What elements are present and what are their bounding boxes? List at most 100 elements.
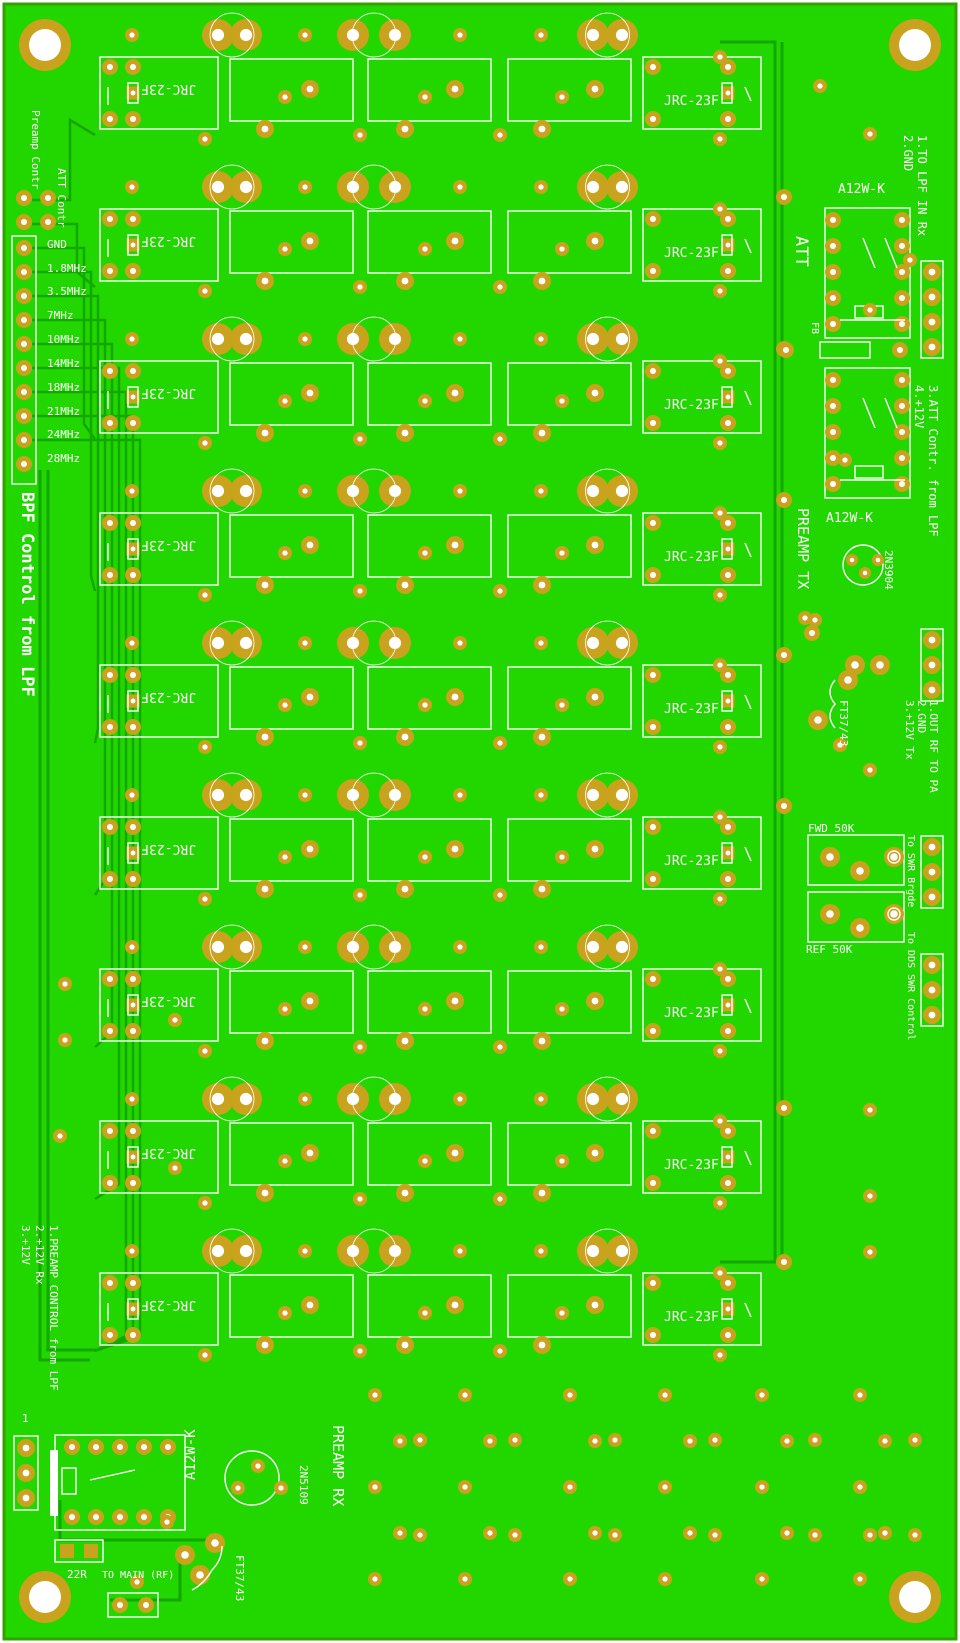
pad-hole (140, 1443, 148, 1451)
pad-hole (346, 1092, 360, 1106)
pad-hole (388, 1092, 402, 1106)
pad-hole (559, 246, 565, 252)
relay-contact (744, 238, 752, 254)
pad-hole (559, 1158, 565, 1164)
pad-hole (724, 671, 732, 679)
trimmer-outline (209, 316, 255, 362)
pad-hole (717, 358, 723, 364)
pad-hole (357, 284, 363, 290)
pad-hole (808, 629, 816, 637)
band-label-2: 3.5MHz (47, 285, 87, 298)
pad-hole (538, 488, 544, 494)
pad-hole (306, 389, 314, 397)
pad-hole (890, 910, 898, 918)
pad-hole (717, 1048, 723, 1054)
pad-hole (649, 975, 657, 983)
pad-hole (129, 671, 137, 679)
pad-hole (591, 997, 599, 1005)
pad-hole (592, 1530, 598, 1536)
pad-hole (717, 136, 723, 142)
pad-hole (239, 484, 253, 498)
pad-hole (882, 1438, 888, 1444)
pot-outline (807, 834, 905, 886)
inductor-outline (507, 1274, 632, 1338)
rx-relay-part: A12W-K (183, 1429, 199, 1480)
pad-hole (261, 581, 269, 589)
att-contact (862, 237, 876, 269)
pad-hole (20, 292, 28, 300)
pad-hole (829, 242, 837, 250)
pad-hole (106, 671, 114, 679)
right-relay-outline (642, 56, 762, 130)
trimmer-outline (351, 12, 397, 58)
trimmer-outline (351, 316, 397, 362)
pad-hole (687, 1530, 693, 1536)
pad-hole (211, 484, 225, 498)
trimmer-outline (351, 772, 397, 818)
pad-hole (724, 1127, 732, 1135)
pad-hole (397, 1530, 403, 1536)
pad-hole (649, 215, 657, 223)
relay-coil (127, 690, 139, 712)
pad-hole (829, 216, 837, 224)
pad-hole (451, 85, 459, 93)
left-relay-outline (99, 816, 219, 890)
pad-hole (282, 854, 288, 860)
relay-coil (721, 1298, 733, 1320)
pad-hole (401, 1189, 409, 1197)
pad-hole (559, 1006, 565, 1012)
pad-hole (451, 997, 459, 1005)
att-relay-outline (824, 207, 911, 339)
pad-hole (388, 28, 402, 42)
att-relay-top: A12W-K (838, 182, 885, 197)
pad-hole (538, 32, 544, 38)
pad-hole (538, 581, 546, 589)
trimmer-outline (351, 164, 397, 210)
fb-label: FB (809, 322, 820, 334)
pad-hole (181, 1551, 189, 1559)
pad-hole (196, 1571, 204, 1579)
pad-hole (457, 32, 463, 38)
pad-hole (68, 1513, 76, 1521)
trimmer-outline (209, 924, 255, 970)
pad-hole (282, 246, 288, 252)
pad-hole (615, 1244, 629, 1258)
pad-hole (538, 1096, 544, 1102)
pad-hole (129, 1027, 137, 1035)
pad-hole (898, 216, 906, 224)
trimmer-outline (585, 12, 630, 58)
pad-hole (106, 1179, 114, 1187)
pad-hole (538, 277, 546, 285)
toroid-coil (829, 679, 836, 729)
relay-coil (721, 82, 733, 104)
pad-hole (717, 814, 723, 820)
pad-hole (202, 440, 208, 446)
pad-hole (725, 1306, 731, 1312)
pad-hole (68, 1443, 76, 1451)
pad-hole (649, 115, 657, 123)
pad-hole (717, 744, 723, 750)
pad-hole (487, 1530, 493, 1536)
pad-hole (306, 237, 314, 245)
pad-hole (615, 636, 629, 650)
pad-hole (826, 853, 834, 861)
pad-hole (451, 237, 459, 245)
pad-hole (928, 893, 936, 901)
pad-hole (717, 1352, 723, 1358)
pad-hole (261, 1037, 269, 1045)
pad-hole (261, 429, 269, 437)
pad-hole (867, 1532, 873, 1538)
pad-hole (898, 268, 906, 276)
att-title: ATT (791, 236, 811, 267)
pad-hole (724, 63, 732, 71)
pad-hole (591, 845, 599, 853)
toroid-rx: FT37/43 (233, 1555, 246, 1601)
pad-hole (422, 1158, 428, 1164)
left-relay-outline (99, 1272, 219, 1346)
pad-hole (451, 1149, 459, 1157)
pad-hole (164, 1519, 170, 1525)
pad-hole (302, 336, 308, 342)
